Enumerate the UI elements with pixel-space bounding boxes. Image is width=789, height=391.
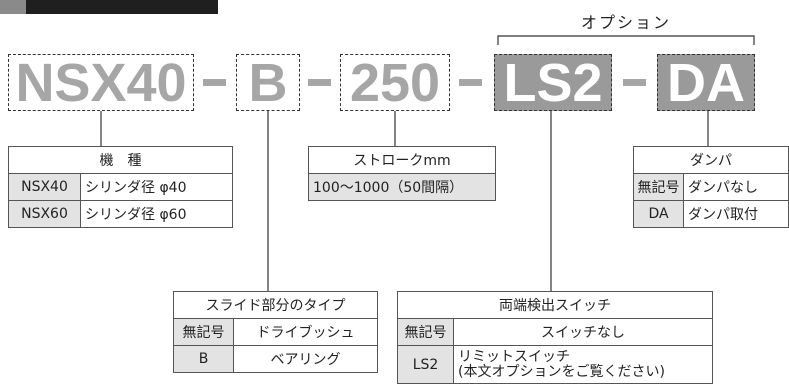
damper-table-header: ダンパ bbox=[633, 146, 789, 174]
switch-desc-line1: リミットスイッチ bbox=[458, 348, 570, 365]
limit-switch-table-header: 両端検出スイッチ bbox=[397, 291, 713, 319]
slide-desc: ベアリング bbox=[233, 345, 378, 373]
code-model: NSX40 bbox=[8, 54, 194, 111]
damper-code: DA bbox=[633, 200, 684, 228]
slide-type-table-header: スライド部分のタイプ bbox=[173, 291, 378, 319]
separator-dash-4 bbox=[623, 79, 646, 86]
switch-desc-line2: (本文オプションをご覧ください) bbox=[458, 363, 665, 380]
damper-code: 無記号 bbox=[633, 173, 684, 201]
stroke-table-header: ストロークmm bbox=[308, 146, 496, 174]
section-header-notch bbox=[0, 0, 26, 14]
model-code: NSX60 bbox=[8, 200, 81, 228]
separator-dash-1 bbox=[203, 79, 226, 86]
section-header-bar bbox=[0, 0, 218, 14]
stroke-table: ストロークmm 100〜1000（50間隔） bbox=[308, 146, 496, 201]
model-desc: シリンダ径 φ40 bbox=[80, 173, 233, 201]
slide-code: B bbox=[173, 345, 234, 373]
model-table: 機 種 NSX40 シリンダ径 φ40 NSX60 シリンダ径 φ60 bbox=[8, 146, 233, 228]
option-bracket bbox=[497, 35, 755, 45]
table-row: LS2 リミットスイッチ (本文オプションをご覧ください) bbox=[397, 345, 713, 384]
table-row: 無記号 ドライブッシュ bbox=[173, 318, 378, 346]
table-row: 無記号 ダンパなし bbox=[633, 173, 789, 201]
separator-dash-3 bbox=[459, 79, 482, 86]
switch-desc: リミットスイッチ (本文オプションをご覧ください) bbox=[453, 345, 713, 384]
limit-switch-table: 両端検出スイッチ 無記号 スイッチなし LS2 リミットスイッチ (本文オプショ… bbox=[397, 291, 713, 384]
model-table-header: 機 種 bbox=[8, 146, 233, 174]
slide-code: 無記号 bbox=[173, 318, 234, 346]
model-code: NSX40 bbox=[8, 173, 81, 201]
option-label: オプション bbox=[580, 13, 671, 32]
table-row: NSX60 シリンダ径 φ60 bbox=[8, 200, 233, 228]
table-row: DA ダンパ取付 bbox=[633, 200, 789, 228]
model-desc: シリンダ径 φ60 bbox=[80, 200, 233, 228]
table-row: B ベアリング bbox=[173, 345, 378, 373]
table-row: 無記号 スイッチなし bbox=[397, 318, 713, 346]
damper-desc: ダンパ取付 bbox=[683, 200, 789, 228]
separator-dash-2 bbox=[308, 79, 331, 86]
slide-desc: ドライブッシュ bbox=[233, 318, 378, 346]
stroke-range: 100〜1000（50間隔） bbox=[308, 173, 496, 201]
code-stroke: 250 bbox=[340, 54, 450, 111]
code-damper: DA bbox=[657, 54, 755, 111]
code-limit-switch: LS2 bbox=[494, 54, 612, 111]
switch-code: LS2 bbox=[397, 345, 454, 384]
damper-table: ダンパ 無記号 ダンパなし DA ダンパ取付 bbox=[633, 146, 789, 228]
table-row: NSX40 シリンダ径 φ40 bbox=[8, 173, 233, 201]
damper-desc: ダンパなし bbox=[683, 173, 789, 201]
code-slide-type: B bbox=[236, 54, 300, 111]
switch-code: 無記号 bbox=[397, 318, 454, 346]
slide-type-table: スライド部分のタイプ 無記号 ドライブッシュ B ベアリング bbox=[173, 291, 378, 373]
switch-desc: スイッチなし bbox=[453, 318, 713, 346]
